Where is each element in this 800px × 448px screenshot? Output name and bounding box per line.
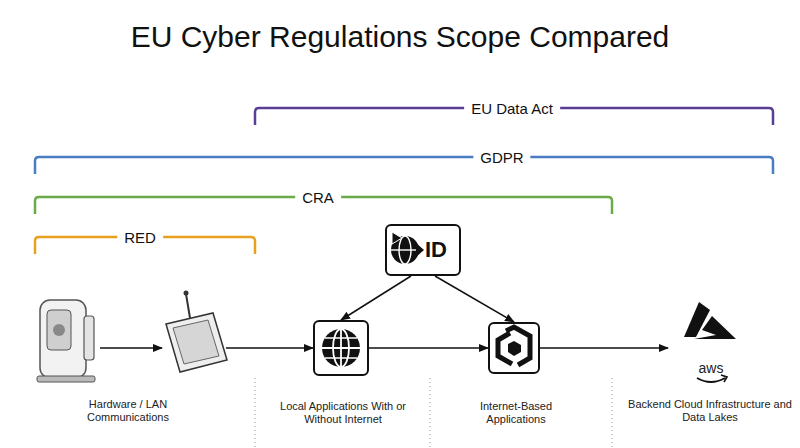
aws-logo xyxy=(697,375,727,382)
flow-arrow xyxy=(226,347,313,349)
flow-arrow xyxy=(540,347,668,349)
app-box: Internet-Based Applications xyxy=(488,322,540,374)
column-separator xyxy=(612,378,613,448)
node-caption: Local Applications With or Without Inter… xyxy=(276,400,410,426)
scope-bracket xyxy=(35,157,773,174)
id-icon xyxy=(391,232,424,264)
scope-label: CRA xyxy=(295,189,341,206)
tablet-device xyxy=(166,291,227,373)
identity-box: ID xyxy=(385,224,461,276)
logo-text: aws xyxy=(692,360,731,376)
cloud-node: Backend Cloud Infrastructure and Data La… xyxy=(668,300,752,396)
column-node: Hardware / LAN Communications xyxy=(30,292,226,404)
diagram-title: EU Cyber Regulations Scope Compared xyxy=(0,20,800,54)
flow-arrow xyxy=(369,347,488,349)
connect-icon xyxy=(498,327,530,365)
node-caption: Hardware / LAN Communications xyxy=(73,398,183,424)
node-caption: Backend Cloud Infrastructure and Data La… xyxy=(625,398,795,424)
link-arrow xyxy=(100,347,162,349)
azure-logo xyxy=(684,302,736,339)
flow-arrow xyxy=(435,276,514,322)
flow-arrow xyxy=(341,276,411,320)
scanner-device xyxy=(37,300,95,382)
globe-icon xyxy=(322,329,360,367)
node-heading: ID xyxy=(425,237,459,263)
node-caption: Internet-Based Applications xyxy=(466,400,566,426)
column-separator xyxy=(255,378,256,448)
column-separator xyxy=(430,378,431,448)
app-box: Local Applications With or Without Inter… xyxy=(313,320,369,376)
scope-label: RED xyxy=(117,229,163,246)
scope-label: EU Data Act xyxy=(464,100,560,117)
scope-label: GDPR xyxy=(473,149,530,166)
